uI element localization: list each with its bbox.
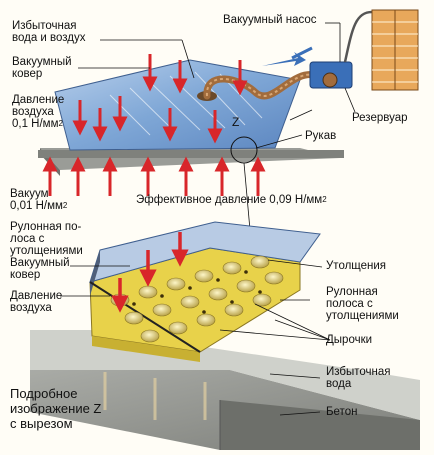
top-leaders <box>78 22 356 149</box>
label-hose: Рукав <box>305 130 337 142</box>
label-air-pressure-top: Давление воздуха 0,1 Н/мм2 <box>12 94 65 130</box>
label-detail-caption: Подробное изображение Z с вырезом <box>10 386 102 431</box>
hose-and-pump <box>203 10 373 100</box>
label-z: Z <box>232 115 240 129</box>
top-concrete-slab <box>38 148 344 176</box>
z-pointer <box>243 162 251 231</box>
label-vacuum-mat-bottom: Вакуумный ковер <box>10 257 70 281</box>
label-thickenings: Утолщения <box>326 260 387 272</box>
label-reservoir: Резервуар <box>352 112 408 124</box>
label-roll-strip-right: Рулонная полоса с утолщениями <box>326 286 399 322</box>
label-vacuum-value: Вакуум 0,01 Н/мм2 <box>10 188 68 212</box>
top-vacuum-mat <box>54 59 301 151</box>
label-holes: Дырочки <box>326 334 373 346</box>
label-vacuum-pump: Вакуумный насос <box>223 14 317 26</box>
bottom-effective-arrows <box>42 156 266 196</box>
reservoir-tank <box>371 9 419 91</box>
label-excess-water-air: Избыточная вода и воздух <box>12 20 86 44</box>
label-roll-strip-left: Рулонная по- лоса с утолщениями <box>10 221 83 257</box>
detail-leaders <box>60 259 331 416</box>
top-pressure-arrows <box>72 54 248 144</box>
label-concrete: Бетон <box>326 406 358 418</box>
water-rise-arrows <box>103 372 207 420</box>
holes-dots <box>132 270 262 314</box>
label-air-pressure-bottom: Давление воздуха <box>10 290 63 314</box>
label-excess-water: Избыточная вода <box>326 366 391 390</box>
label-vacuum-mat-top: Вакуумный ковер <box>12 56 72 80</box>
detail-pressure-arrows <box>111 232 189 313</box>
label-effective-pressure: Эффективное давление 0,09 Н/мм2 <box>136 194 327 206</box>
